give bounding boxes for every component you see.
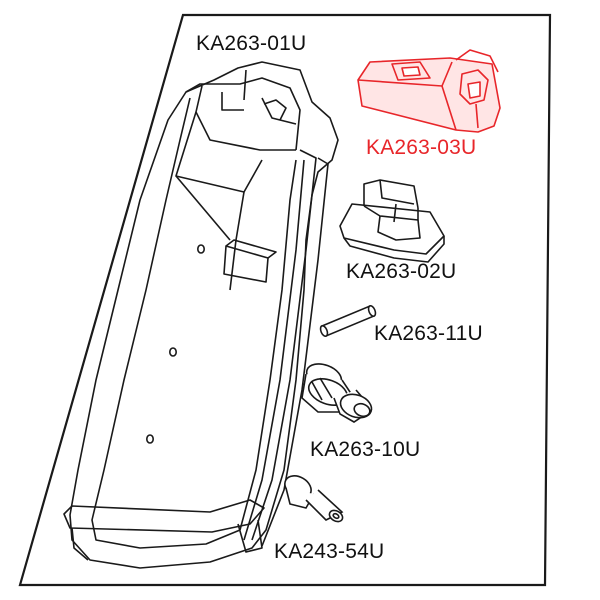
part-label-ka263-10u: KA263-10U (310, 438, 421, 461)
part-label-ka263-03u: KA263-03U (366, 136, 477, 159)
magazine-body-drawing (63, 61, 339, 569)
part-ka263-10u-drawing (301, 363, 373, 423)
part-ka263-03u-drawing (357, 49, 501, 133)
part-ka263-02u-drawing (339, 179, 445, 263)
part-label-ka263-01u: KA263-01U (196, 32, 307, 55)
part-ka243-54u-drawing (284, 475, 344, 523)
diagram-frame (18, 13, 552, 587)
part-label-ka243-54u: KA243-54U (274, 540, 385, 563)
part-label-ka263-02u: KA263-02U (346, 260, 457, 283)
part-label-ka263-11u: KA263-11U (374, 322, 483, 345)
part-ka263-11u-drawing (319, 304, 377, 338)
